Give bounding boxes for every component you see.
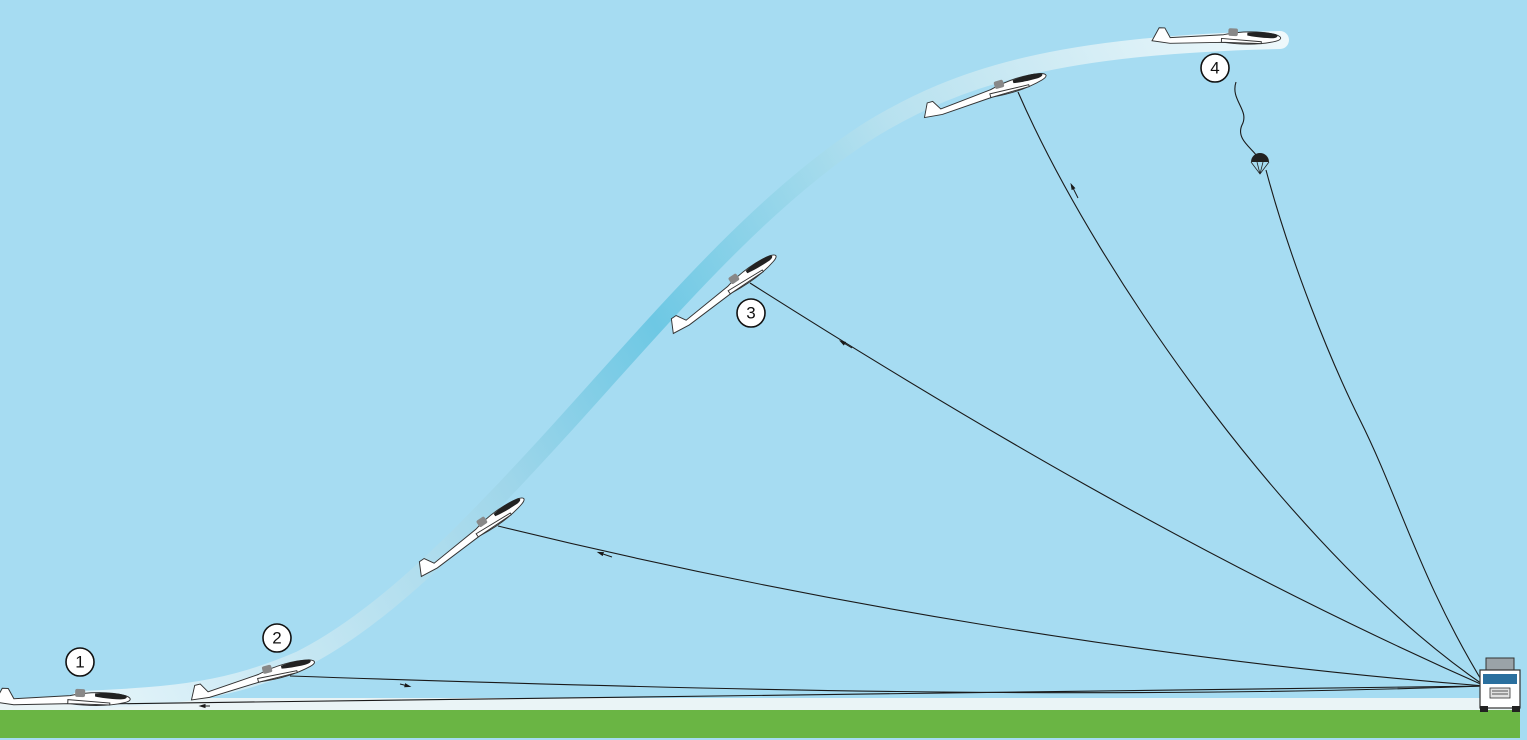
cable-ground <box>99 685 1486 705</box>
step-2-badge: 2 <box>262 623 292 653</box>
arrow-icon <box>596 551 613 558</box>
parachute-icon <box>1250 153 1270 175</box>
cable-step-3 <box>749 282 1486 687</box>
winch-truck-icon <box>1479 657 1521 712</box>
step-2-label: 2 <box>272 629 281 648</box>
runway <box>0 698 1520 710</box>
arrow-icon <box>1070 182 1079 199</box>
step-1-badge: 1 <box>65 647 95 677</box>
step-3-label: 3 <box>746 304 755 323</box>
cable-released <box>1265 169 1486 687</box>
arrow-icon <box>838 340 853 349</box>
step-4-label: 4 <box>1210 59 1219 78</box>
ground <box>0 710 1520 738</box>
step-3-badge: 3 <box>736 298 766 328</box>
cable-mid <box>497 525 1486 687</box>
cable-top <box>1017 91 1486 687</box>
cable-step-2 <box>289 675 1486 694</box>
step-4-badge: 4 <box>1200 53 1230 83</box>
arrow-icon <box>399 683 412 688</box>
parachute-line <box>1234 81 1259 159</box>
step-1-label: 1 <box>75 653 84 672</box>
